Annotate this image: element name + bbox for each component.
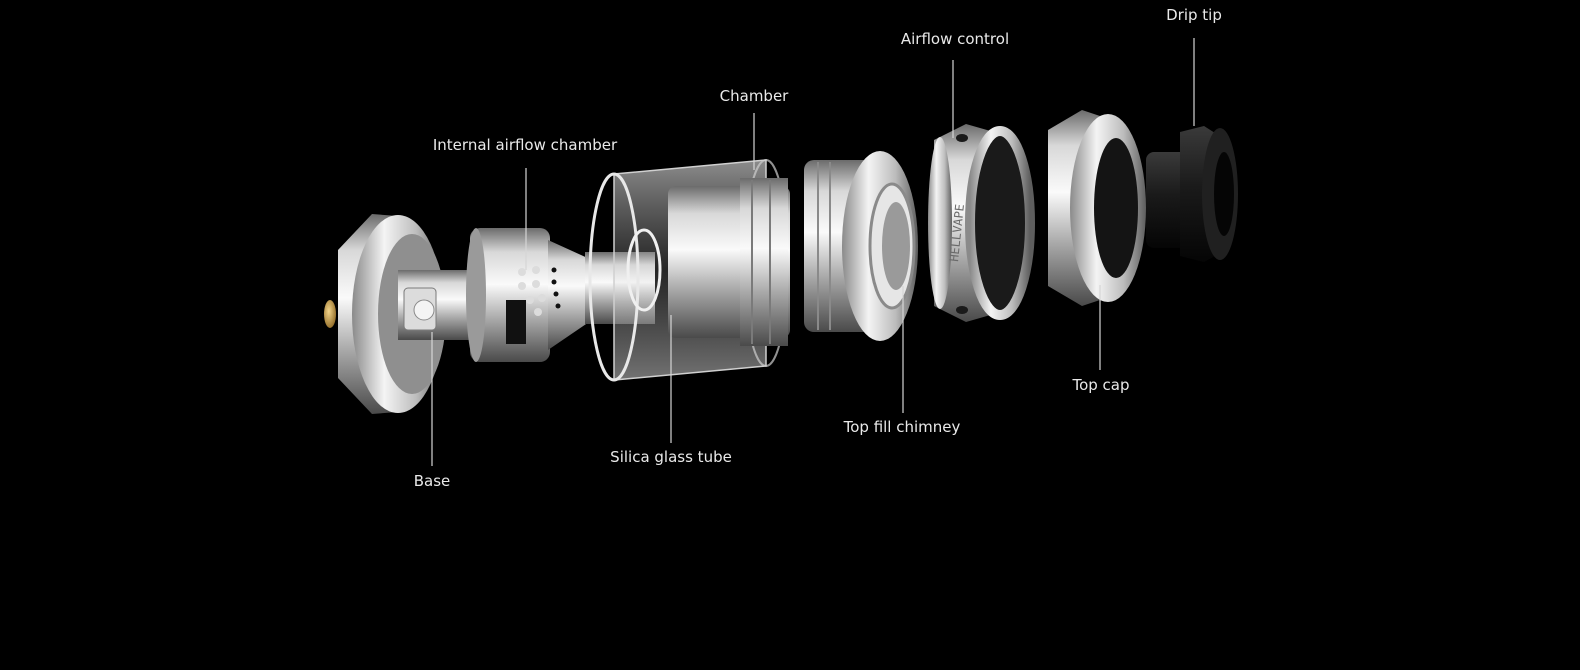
drip-tip-part xyxy=(1146,126,1238,262)
label-top-fill-chimney: Top fill chimney xyxy=(843,418,961,436)
gold-pin xyxy=(324,300,336,328)
airflow-control-part: HELLVAPE xyxy=(928,124,1035,322)
label-airflow-control: Airflow control xyxy=(901,30,1009,48)
label-drip-tip: Drip tip xyxy=(1166,6,1222,24)
chamber-part xyxy=(668,178,790,346)
base-part xyxy=(324,214,470,414)
top-cap-part xyxy=(1048,110,1146,306)
engraving-text: HELLVAPE xyxy=(947,203,967,262)
label-base: Base xyxy=(414,472,451,490)
label-silica-glass-tube: Silica glass tube xyxy=(610,448,732,466)
label-top-cap: Top cap xyxy=(1071,376,1129,394)
label-chamber: Chamber xyxy=(720,87,790,105)
top-fill-chimney-part xyxy=(804,151,918,341)
label-internal-airflow-chamber: Internal airflow chamber xyxy=(433,136,618,154)
